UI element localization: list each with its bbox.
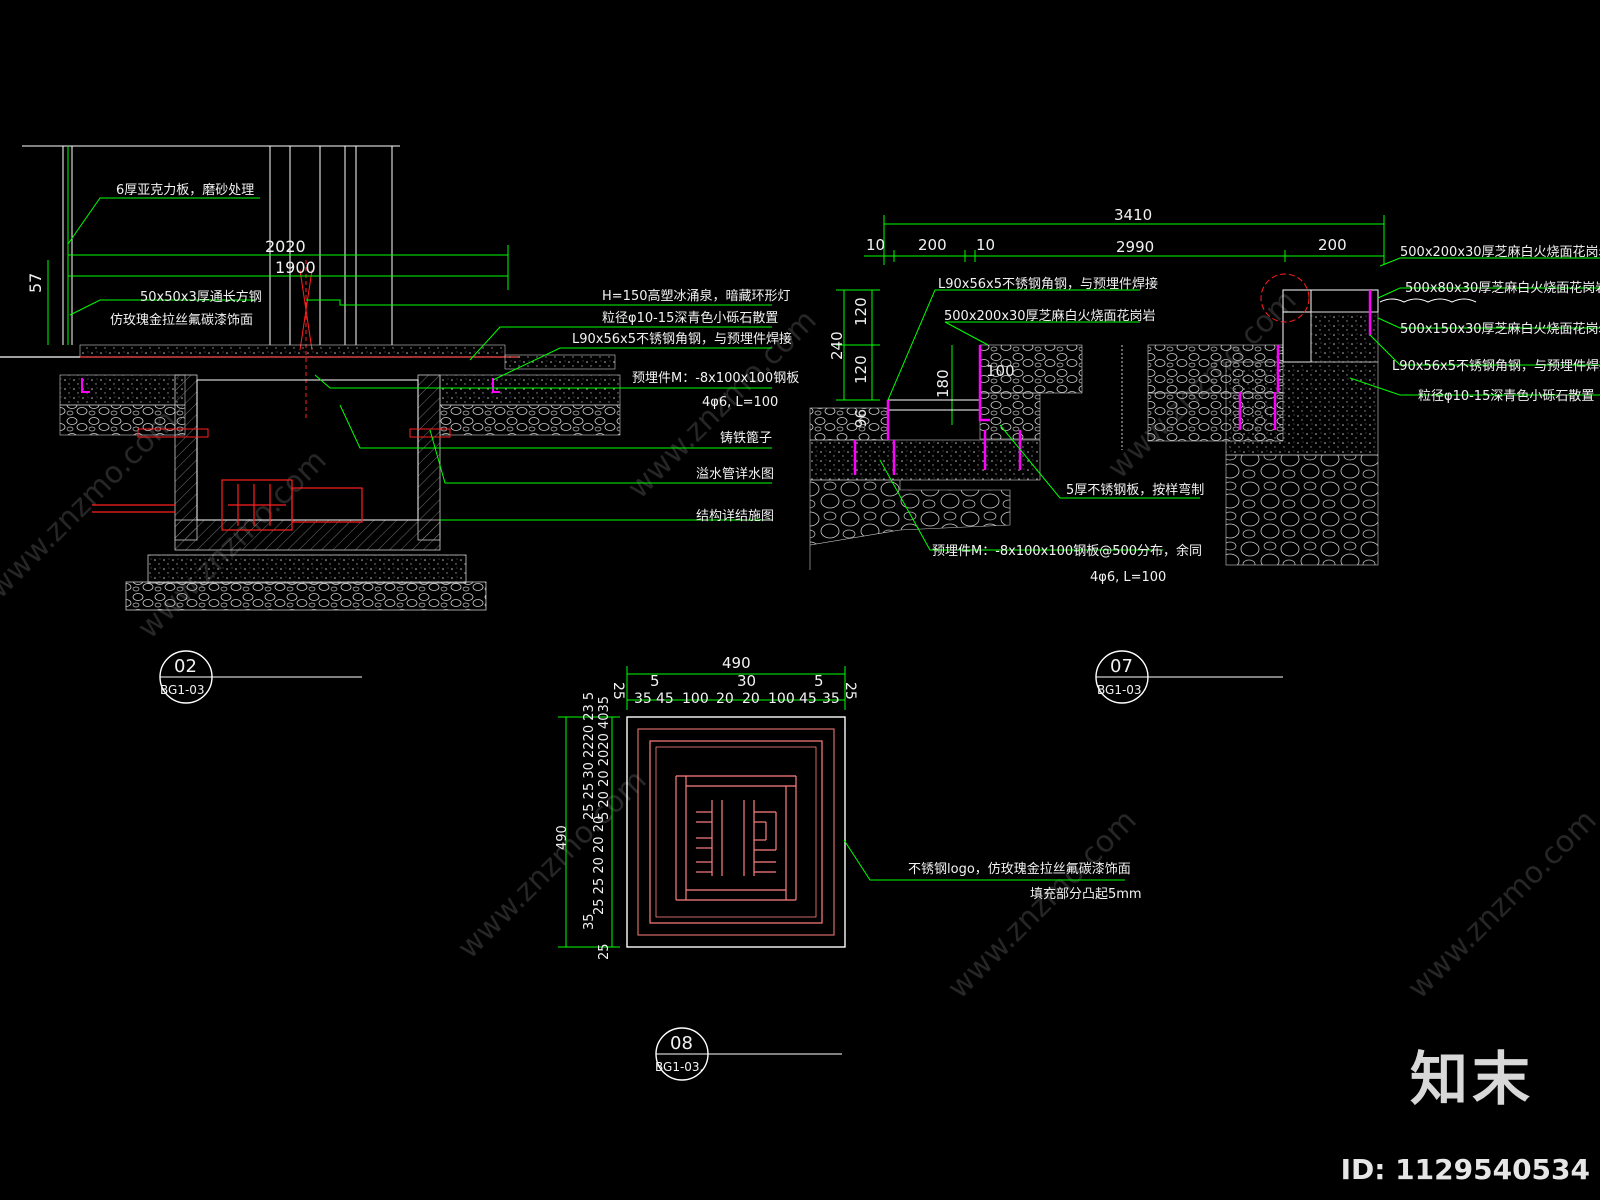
dim-200a: 200 xyxy=(918,236,947,254)
angle-irons xyxy=(81,378,500,393)
dim-left-bottom: 25 25 20 20 20 xyxy=(592,816,607,915)
pump xyxy=(92,479,363,531)
label-angle-07: L90x56x5不锈钢角钢，与预埋件焊接 xyxy=(938,276,1158,292)
dimension-lines-07 xyxy=(836,215,1385,425)
dim-top-5b: 5 xyxy=(814,672,824,690)
basin-wall-left xyxy=(174,374,198,541)
dim-top-row-value: 25 xyxy=(842,682,858,700)
label-pebble: 粒径φ10-15深青色小砾石散置 xyxy=(602,310,778,326)
dim-120b: 120 xyxy=(852,355,870,384)
fountain-nozzle xyxy=(299,260,313,420)
dim-top-row-value: 45 xyxy=(799,691,817,707)
dimension-lines-08 xyxy=(558,666,846,948)
label-acrylic: 6厚亚克力板，磨砂处理 xyxy=(116,183,254,198)
dim-2990: 2990 xyxy=(1116,238,1154,256)
tag-number: 02 xyxy=(174,656,197,677)
label-bar-07: 4φ6, L=100 xyxy=(1090,570,1166,585)
basin-floor xyxy=(174,519,441,551)
label-plate-07: 5厚不锈钢板，按样弯制 xyxy=(1066,482,1204,498)
label-bar: 4φ6, L=100 xyxy=(702,395,778,410)
basin-wall-right xyxy=(417,374,441,541)
label-r-pebble: 粒径φ10-15深青色小砾石散置 xyxy=(1418,388,1594,404)
stainless-angles-07 xyxy=(853,290,1372,475)
dim-left-top: 25 25 30 2220 23 5 xyxy=(582,692,597,820)
dim-120a: 120 xyxy=(852,297,870,326)
dim-240: 240 xyxy=(828,331,846,360)
dim-180: 180 xyxy=(934,369,952,398)
label-r-granite200: 500x200x30厚芝麻白火烧面花岗岩 xyxy=(1400,244,1600,260)
detail-02: 2020 1900 57 6厚亚克力板，磨砂处理 50x50x3厚通长方钢 仿玫… xyxy=(0,145,799,704)
label-r-granite150: 500x150x30厚芝麻白火烧面花岗岩 xyxy=(1400,321,1600,337)
dim-top-row-value: 45 xyxy=(656,691,674,707)
dim-top-row-value: 35 xyxy=(634,691,652,707)
detail-tag-02: 02 BG1-03 xyxy=(159,650,362,704)
dim-top-30: 30 xyxy=(737,672,756,690)
watermark-text: www.znzmo.com xyxy=(941,803,1144,1006)
label-grate: 铸铁篦子 xyxy=(720,430,772,446)
dimension-lines xyxy=(47,245,509,345)
overflow-pipe-left xyxy=(137,428,209,438)
label-r-angle: L90x56x5不锈钢角钢，与预埋件焊接 xyxy=(1392,358,1600,374)
tag-sheet: BG1-03. xyxy=(655,1060,703,1074)
label-logo: 不锈钢logo，仿玫瑰金拉丝氟碳漆饰面 xyxy=(908,861,1131,877)
label-r-granite80: 500x80x30厚芝麻白火烧面花岗岩 xyxy=(1405,280,1600,296)
leader-lines-07 xyxy=(879,257,1600,551)
label-finish: 仿玫瑰金拉丝氟碳漆饰面 xyxy=(110,312,253,328)
label-raised: 填充部分凸起5mm xyxy=(1030,886,1142,902)
dim-1900: 1900 xyxy=(275,258,316,277)
detail-tag-08: 08 BG1-03. xyxy=(655,1027,842,1081)
dim-10b: 10 xyxy=(976,236,995,254)
label-fountain: H=150高塑冰涌泉，暗藏环形灯 xyxy=(602,288,790,304)
overflow-pipe-right xyxy=(409,428,451,438)
leader-line-08 xyxy=(843,839,1125,881)
label-embed-07: 预埋件M：-8x100x100钢板@500分布，余同 xyxy=(932,543,1202,559)
watermark-text: www.znzmo.com xyxy=(451,763,654,966)
dim-3410: 3410 xyxy=(1114,206,1152,224)
dim-57: 57 xyxy=(26,273,45,293)
detail-tag-07: 07 BG1-03 xyxy=(1095,650,1283,704)
dim-200b: 200 xyxy=(1318,236,1347,254)
watermark-text: www.znzmo.com xyxy=(1401,803,1600,1006)
leader-lines xyxy=(67,197,772,521)
label-embed: 预埋件M：-8x100x100钢板 xyxy=(632,371,799,386)
label-pipe: 溢水管详水图 xyxy=(696,467,774,482)
dim-top-490: 490 xyxy=(722,654,751,672)
dim-10a: 10 xyxy=(866,236,885,254)
tag-number: 08 xyxy=(670,1033,693,1054)
dim-top-row-value: 100 xyxy=(682,691,709,707)
tag-sheet: BG1-03 xyxy=(160,683,205,697)
dim-left-490: 490 xyxy=(555,825,570,850)
logo-plate-inner xyxy=(637,728,835,936)
detail-callout-circle xyxy=(1260,273,1310,323)
label-struct: 结构详结施图 xyxy=(696,509,774,524)
basin-interior xyxy=(196,379,419,521)
label-granite-07: 500x200x30厚芝麻白火烧面花岗岩 xyxy=(944,308,1156,324)
dim-top-row-value: 35 xyxy=(822,691,840,707)
dim-top-5a: 5 xyxy=(650,672,660,690)
dim-top-row-value: 20 xyxy=(716,691,734,707)
acrylic-panel-lines xyxy=(22,145,400,345)
dim-left-35: 35 xyxy=(582,913,597,930)
image-id: ID: 1129540534 xyxy=(1340,1153,1590,1186)
label-angle: L90x56x5不锈钢角钢，与预埋件焊接 xyxy=(572,331,792,347)
dim-left-top2: 5 20 20 2020 4035 xyxy=(597,696,612,820)
logo-plate-outer xyxy=(626,716,846,948)
dim-top-row-value: 20 xyxy=(742,691,760,707)
brand-logo: 知末 xyxy=(1409,1045,1534,1113)
dim-2020: 2020 xyxy=(265,237,306,256)
logo-glyph xyxy=(675,775,797,901)
label-tube: 50x50x3厚通长方钢 xyxy=(140,289,262,305)
detail-07: 3410 10 200 10 2990 200 240 120 120 180 … xyxy=(809,206,1600,704)
dim-left-25: 25 xyxy=(597,943,612,960)
tag-number: 07 xyxy=(1110,656,1133,677)
tag-sheet: BG1-03 xyxy=(1097,683,1142,697)
dim-top-row-value: 25 xyxy=(610,682,626,700)
dim-top-row-value: 100 xyxy=(768,691,795,707)
